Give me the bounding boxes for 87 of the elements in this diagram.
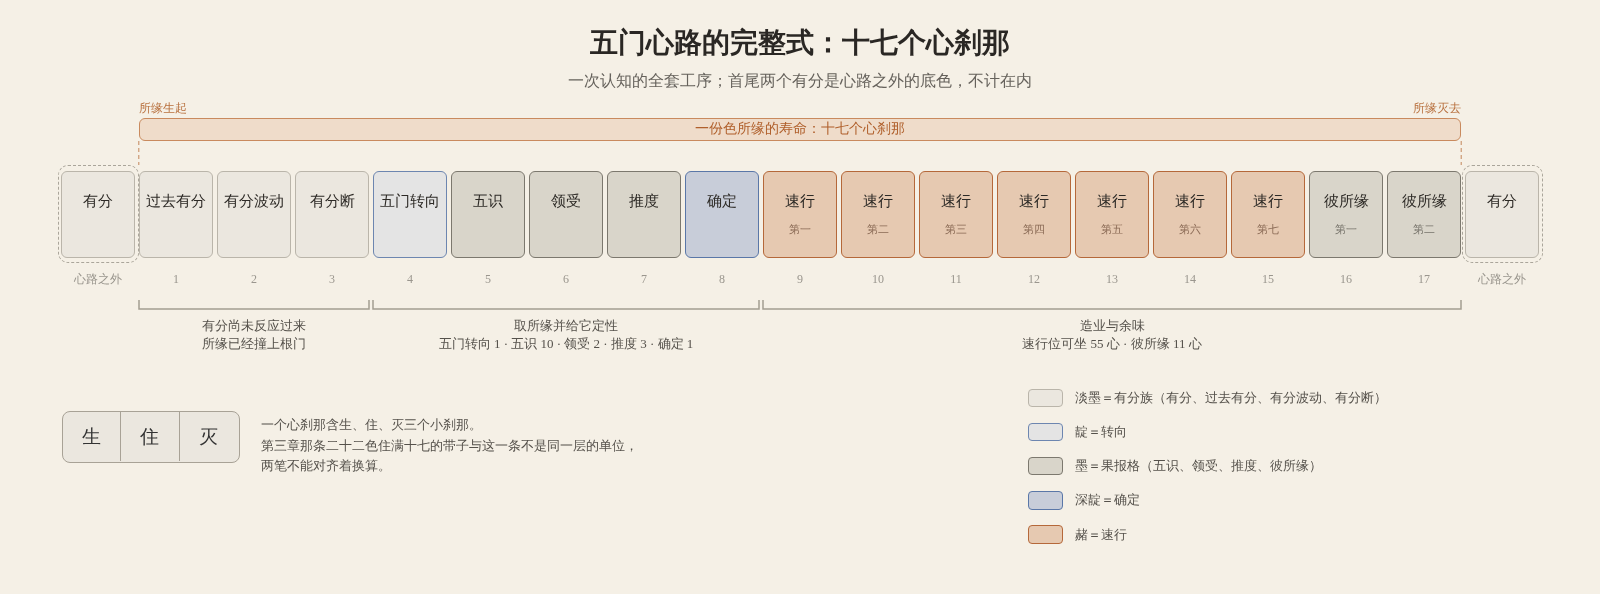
box-subtitle: 第一	[1335, 222, 1357, 236]
box-subtitle: 第七	[1257, 222, 1279, 236]
moment-box	[997, 171, 1071, 258]
moment-box	[1153, 171, 1227, 258]
moment-box	[373, 171, 447, 258]
bracket-caption: 速行位可坐 55 心 · 彼所缘 11 心	[1022, 335, 1202, 353]
box-title: 速行	[941, 192, 971, 211]
box-title: 速行	[1019, 192, 1049, 211]
position-number: 16	[1340, 271, 1352, 287]
position-number: 11	[950, 271, 962, 287]
legend-label: 靛＝转向	[1075, 422, 1127, 441]
moment-box	[607, 171, 681, 258]
moment-box	[685, 171, 759, 258]
box-title: 速行	[1097, 192, 1127, 211]
bracket-caption: 五门转向 1 · 五识 10 · 领受 2 · 推度 3 · 确定 1	[438, 335, 694, 353]
span-start-label: 所缘生起	[139, 100, 187, 116]
lifespan-band: 一份色所缘的寿命：十七个心刹那	[139, 118, 1461, 141]
moment-box	[919, 171, 993, 258]
box-subtitle: 第二	[1413, 222, 1435, 236]
span-end-label: 所缘灭去	[1413, 100, 1461, 116]
box-subtitle: 第一	[789, 222, 811, 236]
position-number: 13	[1106, 271, 1118, 287]
box-title: 速行	[863, 192, 893, 211]
moment-box	[1387, 171, 1461, 258]
phase-cell: 灭	[179, 412, 238, 461]
box-title: 彼所缘	[1323, 192, 1369, 211]
moment-box	[217, 171, 291, 258]
moment-box	[529, 171, 603, 258]
phase-strip	[62, 411, 240, 463]
note-text: 第三章那条二十二色住满十七的带子与这一条不是同一层的单位，两笔不能对齐着换算。	[261, 437, 639, 475]
note-text: 一个心刹那含生、住、灭三个小刹那。	[261, 416, 482, 434]
legend-label: 淡墨＝有分族（有分、过去有分、有分波动、有分断）	[1075, 388, 1387, 407]
position-number: 15	[1262, 271, 1274, 287]
box-title: 速行	[1175, 192, 1205, 211]
box-title: 彼所缘	[1401, 192, 1447, 211]
dashed-line	[138, 140, 140, 166]
position-number: 1	[173, 271, 179, 287]
position-number: 17	[1418, 271, 1430, 287]
position-number: 4	[407, 271, 413, 287]
box-title: 推度	[629, 192, 659, 211]
box-title: 确定	[707, 192, 737, 211]
moment-box	[295, 171, 369, 258]
outside-note: 心路之外	[1478, 271, 1526, 287]
box-title: 速行	[1253, 192, 1283, 211]
box-subtitle: 第四	[1023, 222, 1045, 236]
moment-box	[1309, 171, 1383, 258]
box-title: 有分断	[309, 192, 355, 211]
moment-box	[139, 171, 213, 258]
position-number: 3	[329, 271, 335, 287]
position-number: 9	[797, 271, 803, 287]
box-subtitle: 第六	[1179, 222, 1201, 236]
moment-box	[1075, 171, 1149, 258]
subtitle: 一次认知的全套工序；首尾两个有分是心路之外的底色，不计在内	[568, 70, 1032, 91]
moment-box	[841, 171, 915, 258]
phase-cell: 住	[121, 412, 180, 461]
position-number: 10	[872, 271, 884, 287]
box-title: 五识	[473, 192, 503, 211]
moment-box	[763, 171, 837, 258]
position-number: 8	[719, 271, 725, 287]
position-number: 5	[485, 271, 491, 287]
outside-note: 心路之外	[74, 271, 122, 287]
box-title: 有分	[1486, 191, 1517, 211]
bracket-caption: 造业与余味	[1079, 317, 1145, 335]
moment-box	[1231, 171, 1305, 258]
box-subtitle: 第五	[1101, 222, 1123, 236]
box-title: 过去有分	[146, 192, 206, 211]
box-title: 领受	[551, 192, 581, 211]
box-subtitle: 第二	[867, 222, 889, 236]
dashed-line	[1460, 140, 1462, 166]
box-title: 有分	[82, 191, 113, 211]
position-number: 14	[1184, 271, 1196, 287]
box-title: 速行	[785, 192, 815, 211]
legend-label: 深靛＝确定	[1075, 491, 1140, 510]
phase-cell: 生	[63, 412, 122, 461]
moment-box	[451, 171, 525, 258]
legend-label: 赭＝速行	[1075, 525, 1127, 544]
legend-label: 墨＝果报格（五识、领受、推度、彼所缘）	[1075, 457, 1322, 476]
box-title: 五门转向	[380, 192, 440, 211]
position-number: 12	[1028, 271, 1040, 287]
bracket-caption: 有分尚未反应过来	[202, 317, 306, 335]
diagram-title: 五门心路的完整式：十七个心刹那	[590, 26, 1010, 60]
bracket-caption: 取所缘并给它定性	[514, 317, 618, 335]
position-number: 2	[251, 271, 257, 287]
position-number: 6	[563, 271, 569, 287]
position-number: 7	[641, 271, 647, 287]
box-title: 有分波动	[224, 192, 284, 211]
bracket-caption: 所缘已经撞上根门	[202, 335, 306, 353]
